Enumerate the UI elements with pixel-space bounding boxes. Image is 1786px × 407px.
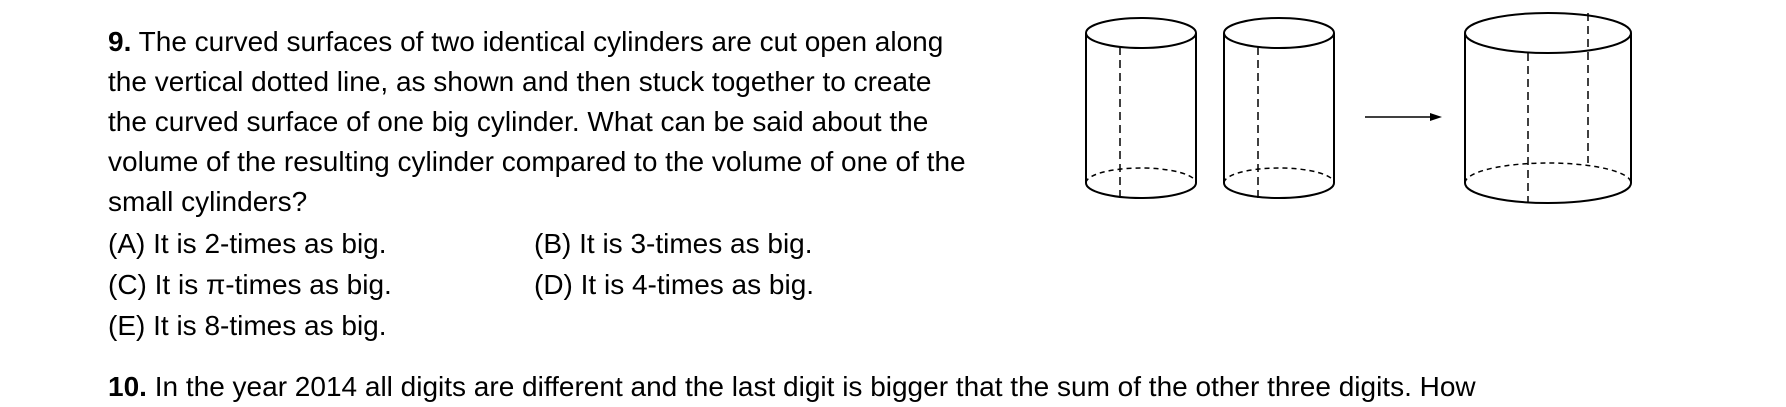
small-cylinder-2-icon [1223, 17, 1335, 199]
option-e: (E) It is 8-times as big. [108, 310, 387, 341]
question-9-line-1-text: The curved surfaces of two identical cyl… [138, 26, 944, 57]
options-row-3: (E) It is 8-times as big. [108, 305, 392, 346]
option-a: (A) It is 2-times as big. [108, 228, 387, 259]
options-row-1: (A) It is 2-times as big. (B) It is 3-ti… [108, 223, 813, 264]
option-d: (D) It is 4-times as big. [534, 269, 815, 300]
option-c: (C) It is π-times as big. [108, 269, 392, 300]
question-9-line-1: 9. The curved surfaces of two identical … [108, 22, 1068, 62]
question-10-number: 10. [108, 371, 147, 402]
answer-options: (A) It is 2-times as big. (B) It is 3-ti… [108, 223, 814, 346]
question-9-number: 9. [108, 26, 132, 57]
question-9-line-3: the curved surface of one big cylinder. … [108, 106, 929, 137]
question-10-body: In the year 2014 all digits are differen… [154, 371, 1476, 402]
question-10-text: 10. In the year 2014 all digits are diff… [108, 367, 1476, 407]
big-cylinder-icon [1464, 12, 1632, 204]
options-row-2: (C) It is π-times as big. (D) It is 4-ti… [108, 264, 814, 305]
small-cylinder-1-icon [1085, 17, 1197, 199]
question-9-line-5: small cylinders? [108, 186, 308, 217]
question-9-line-2: the vertical dotted line, as shown and t… [108, 66, 932, 97]
right-arrow-icon [1365, 113, 1442, 121]
cylinders-figure [1085, 12, 1632, 204]
question-9-text: 9. The curved surfaces of two identical … [108, 22, 1068, 222]
question-9-line-4: volume of the resulting cylinder compare… [108, 146, 966, 177]
option-b: (B) It is 3-times as big. [534, 228, 813, 259]
